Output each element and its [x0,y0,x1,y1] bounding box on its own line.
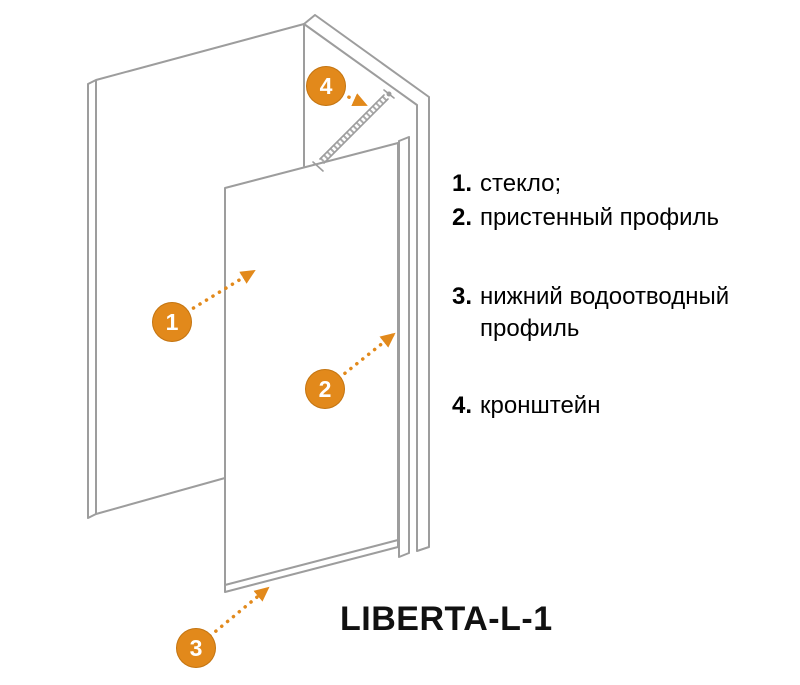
leader-arrows [185,92,396,638]
arrow-to-bottom-profile [208,586,270,638]
bracket [312,89,395,172]
product-title: LIBERTA-L-1 [340,600,553,638]
callout-badge-3-number: 3 [189,634,203,661]
wall-profile [398,136,410,558]
legend-item-number: 3. [452,282,473,310]
legend-item-number: 4. [452,391,473,419]
callout-badge-4: 4 [306,66,346,106]
callout-badge-2-number: 2 [318,375,332,402]
right-wall [303,14,430,552]
legend-item-label: кронштейн [480,391,601,419]
legend: 1. стекло; 2. пристенный профиль 3. нижн… [452,168,792,422]
legend-item-number: 2. [452,204,473,232]
callout-badge-2: 2 [305,369,345,409]
callout-badge-4-number: 4 [319,72,333,99]
glass-panel [224,142,399,593]
legend-item-bottom-profile: 3. нижний водоотводный профиль [452,281,792,346]
legend-item-label: нижний водоотводный профиль [480,282,730,343]
callout-badge-1-number: 1 [165,308,179,335]
callout-badge-1: 1 [152,302,192,342]
callout-badge-3: 3 [176,628,216,668]
legend-item-wall-profile: 2. пристенный профиль [452,202,792,234]
arrow-to-bracket [340,92,368,107]
arrow-to-glass [185,269,256,314]
legend-item-glass: 1. стекло; [452,168,792,200]
legend-item-label: стекло; [480,170,562,197]
legend-item-number: 1. [452,170,473,197]
legend-item-bracket: 4. кронштейн [452,390,792,422]
legend-item-label: пристенный профиль [480,204,720,232]
left-wall [87,23,305,519]
